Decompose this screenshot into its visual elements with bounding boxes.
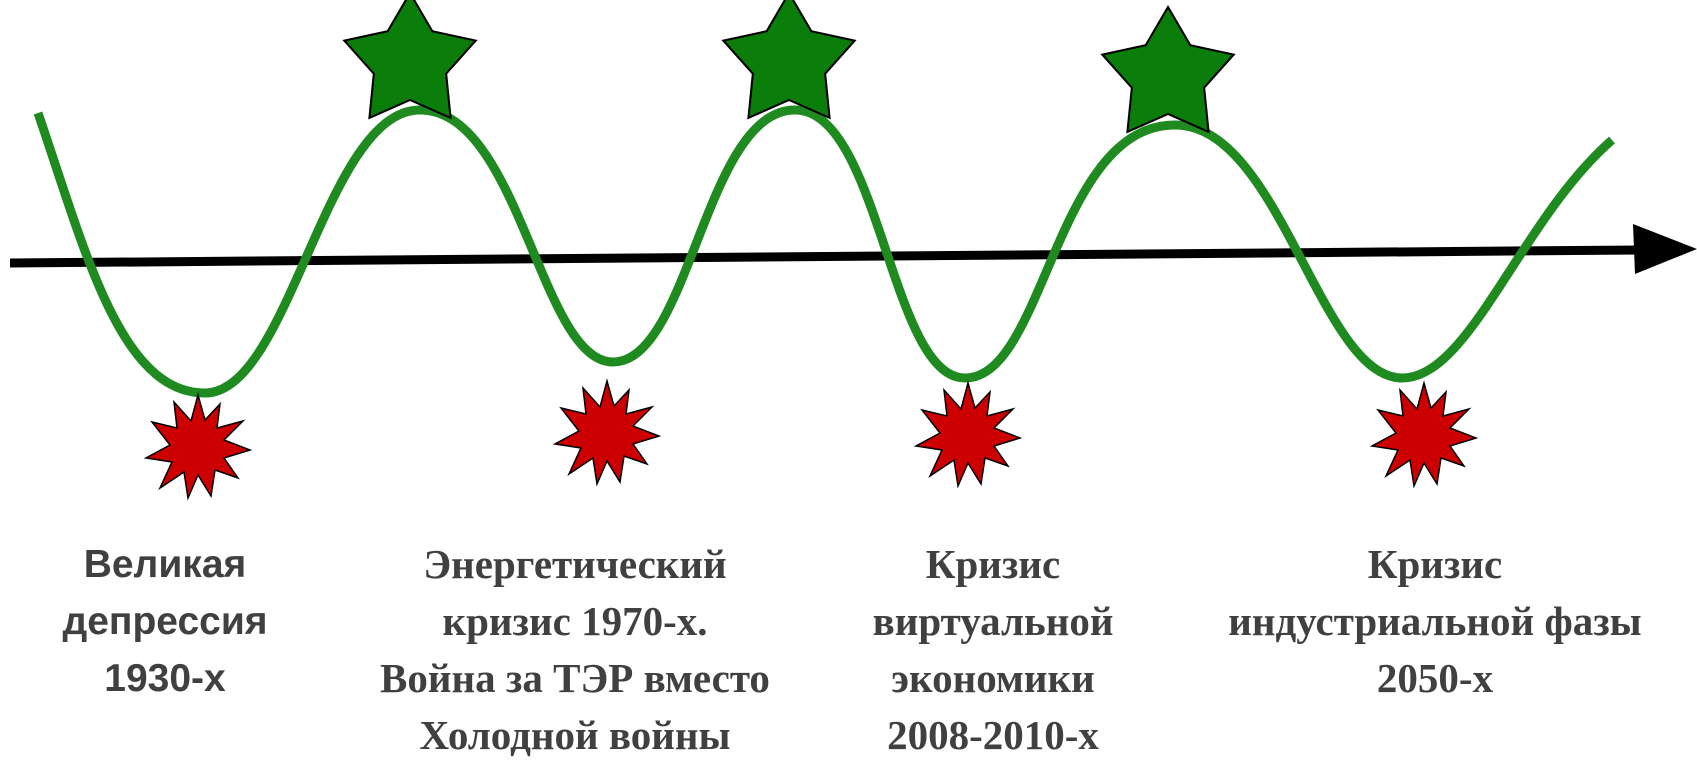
star-icon [1101, 5, 1235, 133]
label-line: виртуальной [872, 598, 1114, 644]
crisis-markers [145, 380, 1477, 499]
label-line: Энергетический [423, 541, 727, 587]
label-line: депрессия [62, 600, 268, 643]
timeline-axis [9, 224, 1697, 274]
burst-icon [1371, 382, 1477, 487]
label-line: 2008-2010-х [887, 712, 1099, 758]
label-line: Война за ТЭР вместо [380, 655, 770, 701]
label-line: 1930-х [104, 657, 226, 700]
label-line: Кризис [1367, 541, 1503, 587]
crisis-label-energy-crisis: Энергетический кризис 1970-х. Война за Т… [330, 536, 820, 764]
label-line: индустриальной фазы [1228, 598, 1642, 644]
burst-icon [145, 394, 251, 499]
arrow-head-icon [1633, 224, 1697, 274]
star-icon [722, 0, 856, 119]
label-line: кризис 1970-х. [442, 598, 708, 644]
label-line: экономики [891, 655, 1095, 701]
label-line: Холодной войны [419, 712, 731, 758]
crisis-label-industrial-phase: Кризис индустриальной фазы 2050-х [1190, 536, 1680, 707]
cycle-wave [33, 105, 1615, 398]
label-line: Великая [83, 543, 247, 586]
star-icon [343, 0, 477, 119]
label-line: 2050-х [1376, 655, 1494, 701]
crisis-label-virtual-economy: Кризис виртуальной экономики 2008-2010-х [838, 536, 1148, 764]
burst-icon [915, 382, 1021, 487]
label-line: Кризис [925, 541, 1061, 587]
burst-icon [554, 380, 660, 485]
axis-line [9, 245, 1641, 268]
crisis-label-great-depression: Великая депрессия 1930-х [20, 536, 310, 707]
